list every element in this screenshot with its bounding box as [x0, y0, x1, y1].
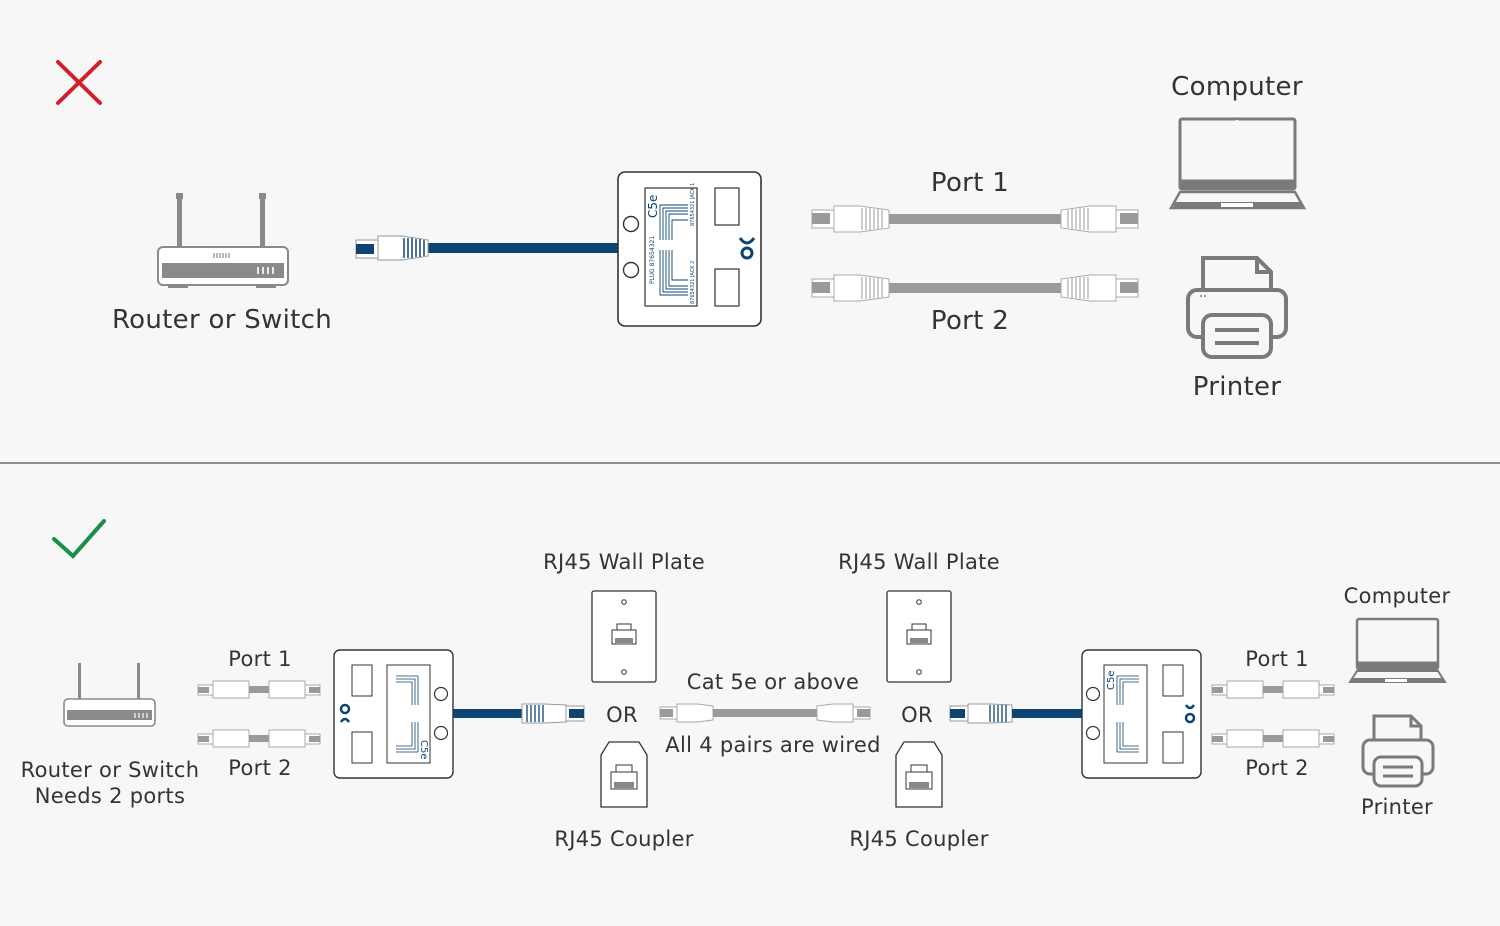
- cable-spec-label: Cat 5e or above: [686, 670, 860, 694]
- router-requirement-label: Needs 2 ports: [34, 784, 186, 808]
- left-or-label: OR: [606, 703, 638, 727]
- svg-text:87654321 JACK 1: 87654321 JACK 1: [690, 183, 696, 226]
- left-patch-cable-port-2: [197, 729, 321, 748]
- router-label: Router or Switch: [111, 305, 333, 335]
- right-patch-cable-port-2: [1211, 729, 1335, 748]
- right-port-1-label: Port 1: [1245, 647, 1309, 671]
- left-patch-cable-port-1: [197, 680, 321, 699]
- incorrect-setup-panel: C5e PLUG 87654321 87654321 JACK 1 876543…: [0, 0, 1500, 462]
- right-or-label: OR: [901, 703, 933, 727]
- right-patch-cable-port-1: [1211, 680, 1335, 699]
- splitter-category-text: C5e: [646, 195, 660, 218]
- right-coupler-icon: [895, 741, 943, 808]
- blue-cable-plug: [355, 235, 620, 261]
- printer-label: Printer: [1192, 372, 1282, 402]
- laptop-icon: [1168, 117, 1307, 210]
- x-mark-icon: [56, 60, 102, 105]
- patch-cable-port-1: [811, 205, 1139, 233]
- right-wall-plate-label: RJ45 Wall Plate: [838, 550, 1000, 574]
- brand-logo-icon: [339, 703, 351, 723]
- rj45-splitter: C5e PLUG 87654321 87654321 JACK 1 876543…: [617, 171, 762, 327]
- section-divider: [0, 462, 1500, 464]
- left-port-1-label: Port 1: [228, 647, 292, 671]
- router-icon: [63, 663, 156, 727]
- right-coupler-label: RJ45 Coupler: [849, 827, 989, 851]
- cat5e-cable: [659, 703, 871, 723]
- left-coupler-label: RJ45 Coupler: [554, 827, 694, 851]
- printer-label: Printer: [1361, 795, 1433, 819]
- printer-icon: [1186, 256, 1288, 359]
- right-rj45-splitter: C5e: [949, 649, 1202, 779]
- left-port-2-label: Port 2: [228, 756, 292, 780]
- brand-logo-icon: [738, 237, 756, 260]
- svg-text:PLUG 87654321: PLUG 87654321: [649, 236, 656, 284]
- check-mark-icon: [52, 519, 106, 559]
- left-rj45-splitter: C5e: [333, 649, 585, 779]
- computer-label: Computer: [1343, 584, 1451, 608]
- svg-text:C5e: C5e: [1106, 671, 1117, 691]
- svg-text:C5e: C5e: [418, 740, 429, 760]
- computer-label: Computer: [1171, 72, 1303, 102]
- cable-wiring-label: All 4 pairs are wired: [665, 733, 881, 757]
- svg-text:87654321 JACK 2: 87654321 JACK 2: [690, 261, 696, 304]
- router-label: Router or Switch: [20, 758, 200, 782]
- port-2-label: Port 2: [930, 306, 1010, 336]
- incorrect-setup-drawing: C5e PLUG 87654321 87654321 JACK 1 876543…: [56, 60, 1307, 359]
- left-wall-plate-icon: [591, 590, 657, 683]
- left-wall-plate-label: RJ45 Wall Plate: [543, 550, 705, 574]
- port-1-label: Port 1: [930, 168, 1010, 198]
- left-coupler-icon: [600, 741, 648, 808]
- patch-cable-port-2: [811, 274, 1139, 302]
- right-wall-plate-icon: [886, 590, 952, 683]
- brand-logo-icon: [1184, 704, 1196, 724]
- printer-icon: [1361, 714, 1435, 788]
- laptop-icon: [1348, 617, 1447, 683]
- router-icon: [157, 193, 289, 288]
- right-port-2-label: Port 2: [1245, 756, 1309, 780]
